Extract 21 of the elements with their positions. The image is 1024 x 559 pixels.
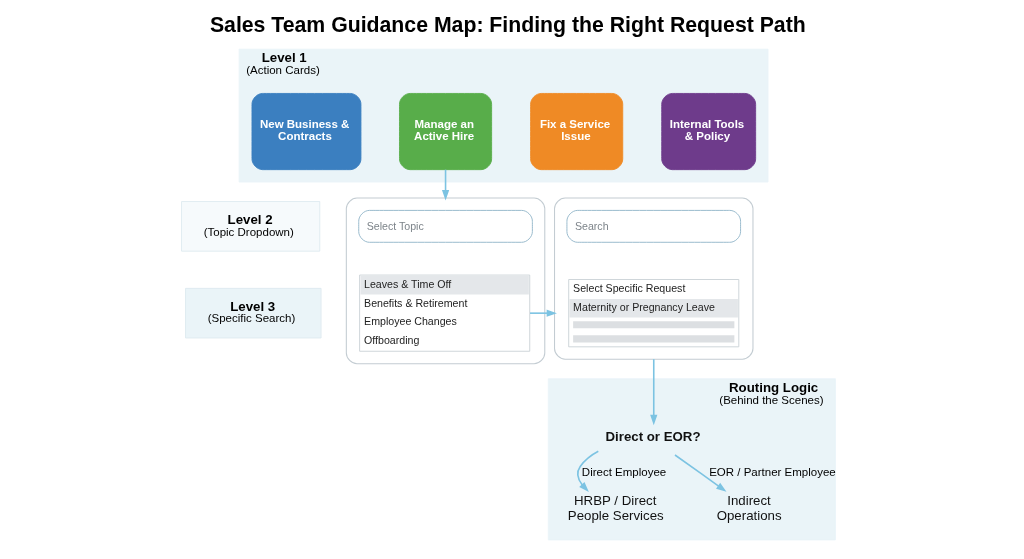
node-box: New Business & Contracts [251, 93, 362, 171]
node-box: Level 3 (Specific Search) [185, 287, 322, 339]
edge-label: Direct Employee [581, 465, 667, 478]
node-box: Manage an Active Hire [399, 93, 493, 171]
arrow [650, 358, 658, 426]
node-box: Internal Tools & Policy [661, 93, 757, 171]
arrow [674, 454, 727, 492]
node-text: Direct or EOR? [605, 429, 701, 445]
node-text: HRBP / Direct People Services [567, 492, 664, 523]
node-box: Level 2 (Topic Dropdown) [181, 201, 321, 252]
node-box: Search [566, 209, 741, 243]
node-box: Fix a Service Issue [530, 93, 624, 171]
node-box: Select Topic [358, 209, 533, 243]
arrow [441, 168, 450, 201]
arrow [576, 450, 600, 492]
cluster [345, 197, 546, 365]
node-text: Indirect Operations [716, 492, 782, 523]
diagram-title: Sales Team Guidance Map: Finding the Right Request Path [209, 12, 806, 37]
arrow [529, 309, 557, 317]
cluster [554, 197, 754, 360]
edge-label: EOR / Partner Employee [709, 465, 836, 478]
